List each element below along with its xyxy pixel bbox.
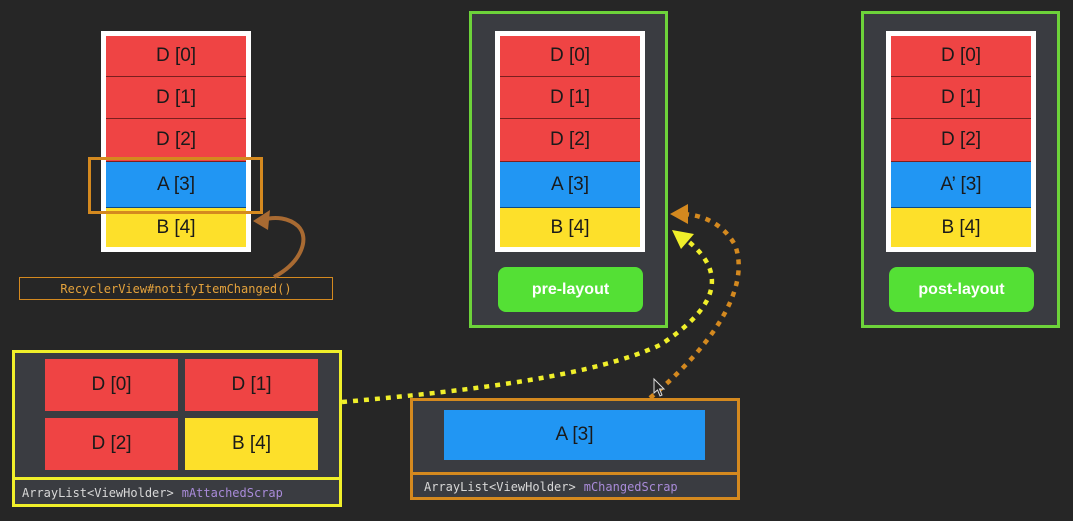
attached-scrap-type: ArrayList<ViewHolder> — [22, 486, 174, 500]
pre-layout-item-4: B [4] — [500, 208, 640, 247]
attached-to-prelayout-arrow — [341, 236, 715, 405]
changed-scrap-divider — [413, 472, 737, 475]
post-layout-button: post-layout — [889, 267, 1034, 312]
changed-scrap-item-0: A [3] — [444, 410, 705, 460]
post-layout-item-2: D [2] — [891, 119, 1031, 162]
post-layout-item-1: D [1] — [891, 77, 1031, 119]
attached-scrap-item-0: D [0] — [45, 359, 178, 411]
changed-scrap-label: ArrayList<ViewHolder> mChangedScrap — [424, 477, 736, 497]
source-item-3: A [3] — [106, 162, 246, 208]
attached-scrap-item-2: D [2] — [45, 418, 178, 470]
notify-item-changed-label: RecyclerView#notifyItemChanged() — [19, 277, 333, 300]
notify-arrow — [261, 216, 306, 279]
attached-scrap-item-3: B [4] — [185, 418, 318, 470]
source-item-0: D [0] — [106, 36, 246, 77]
pre-layout-item-0: D [0] — [500, 36, 640, 77]
source-item-1: D [1] — [106, 77, 246, 119]
attached-scrap-item-1: D [1] — [185, 359, 318, 411]
pre-layout-item-3: A [3] — [500, 162, 640, 208]
pre-layout-item-1: D [1] — [500, 77, 640, 119]
cursor-icon — [653, 377, 666, 397]
attached-arrowhead — [672, 230, 694, 249]
changed-item-highlight — [88, 157, 263, 214]
pre-layout-item-2: D [2] — [500, 119, 640, 162]
notify-arrowhead — [253, 210, 270, 230]
source-item-4: B [4] — [106, 208, 246, 247]
changed-scrap-var: mChangedScrap — [583, 480, 678, 494]
post-layout-item-3: A’ [3] — [891, 162, 1031, 208]
changed-to-prelayout-arrow — [648, 211, 741, 400]
changed-scrap-type: ArrayList<ViewHolder> — [424, 480, 576, 494]
post-layout-item-0: D [0] — [891, 36, 1031, 77]
changed-arrowhead — [670, 204, 688, 224]
attached-scrap-var: mAttachedScrap — [181, 486, 283, 500]
attached-scrap-label: ArrayList<ViewHolder> mAttachedScrap — [22, 483, 337, 503]
post-layout-item-4: B [4] — [891, 208, 1031, 247]
attached-scrap-divider — [15, 477, 339, 480]
pre-layout-button: pre-layout — [498, 267, 643, 312]
source-item-2: D [2] — [106, 119, 246, 162]
